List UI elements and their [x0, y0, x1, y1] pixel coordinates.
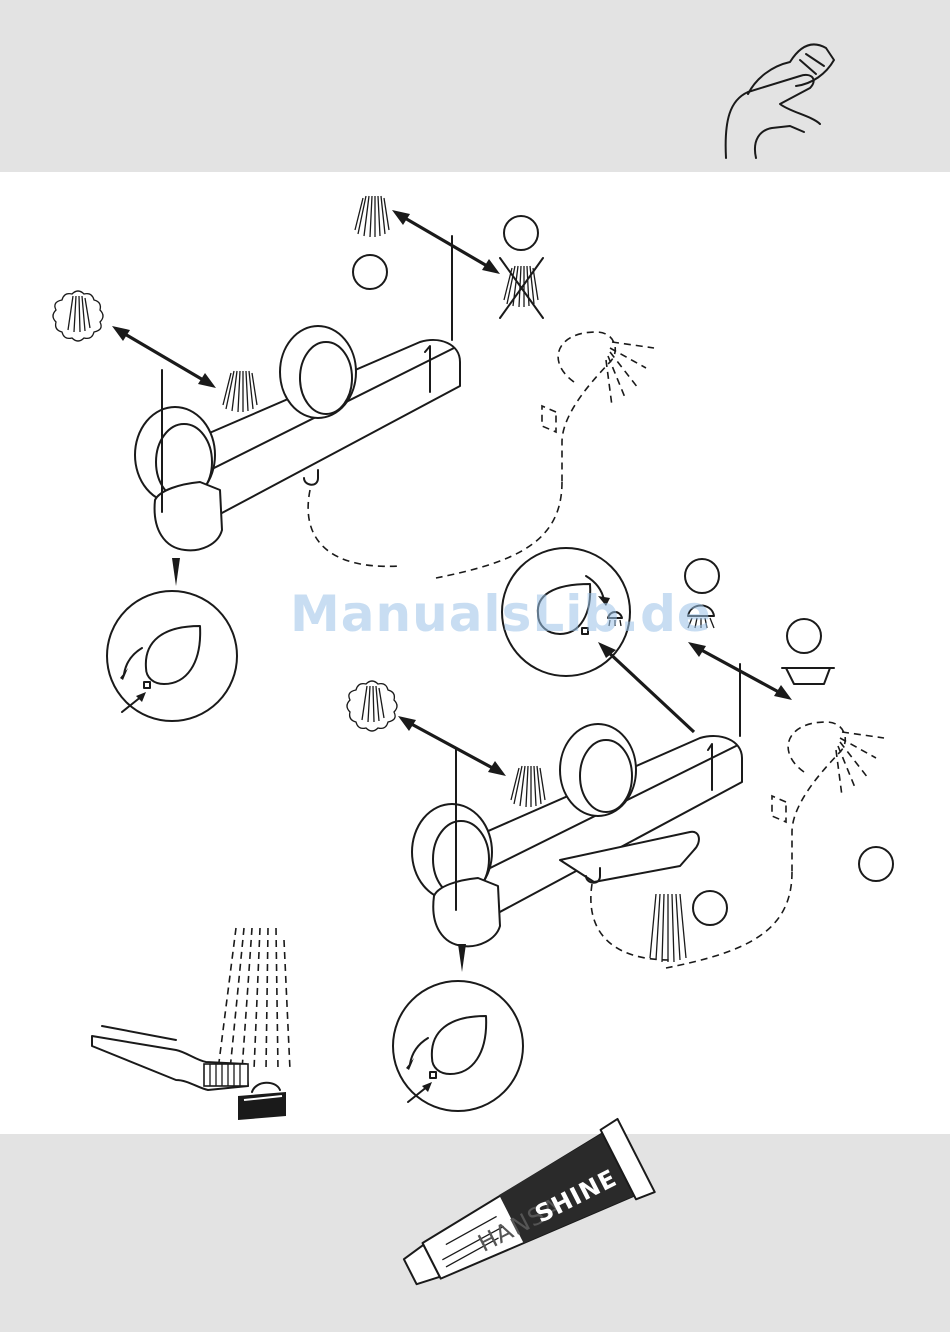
- watermark-text: ManualsLib.de: [290, 585, 712, 643]
- upper-flow-indicator: [353, 196, 543, 340]
- position-circle: [353, 255, 387, 289]
- hand-lever-icon: [726, 44, 834, 158]
- position-circle: [693, 891, 727, 925]
- toothbrush-icon: [92, 928, 290, 1120]
- spray-icon: [355, 196, 389, 237]
- cleaning-tube-icon: HANSA SHINE HANSA: [391, 1119, 655, 1307]
- bathtub-icon: [782, 668, 834, 684]
- upper-temperature-dial: [107, 558, 237, 721]
- shower-mixer-upper: [135, 326, 460, 550]
- spray-icon: [650, 894, 686, 962]
- position-circle: [859, 847, 893, 881]
- steam-spray-icon: [347, 681, 397, 731]
- spray-icon: [223, 371, 257, 412]
- position-circle: [504, 216, 538, 250]
- lower-temperature-dial: [393, 944, 523, 1111]
- position-circle: [787, 619, 821, 653]
- steam-spray-icon: [53, 291, 103, 341]
- bath-mixer-lower: [412, 724, 742, 946]
- spray-icon: [511, 766, 545, 807]
